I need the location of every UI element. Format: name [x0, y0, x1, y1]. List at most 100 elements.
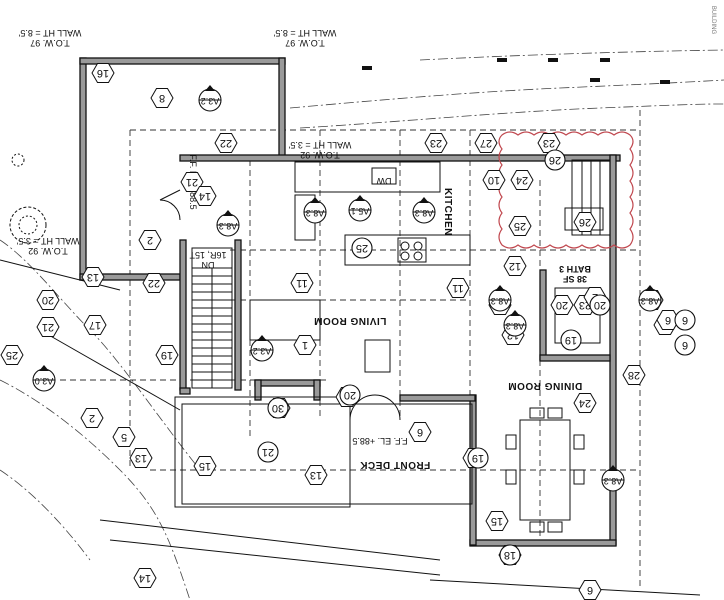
tag-hexagon — [503, 256, 527, 276]
bubble-number: 30 — [272, 402, 284, 414]
note-ff-deck: F.F. EL. +88.5 — [352, 436, 407, 446]
room-label-kitchen: KITCHEN — [442, 188, 453, 236]
bubble-circle — [589, 294, 611, 316]
room-label-living: LIVING ROOM — [314, 315, 387, 326]
tag-marker: 8 — [150, 88, 174, 108]
reference-pointer — [39, 365, 49, 371]
tag-hexagon — [129, 448, 153, 468]
tag-marker: 21 — [36, 317, 60, 337]
tag-number: 26 — [579, 216, 591, 228]
tag-number: 27 — [480, 137, 492, 149]
reference-pointer — [495, 285, 505, 291]
bubble-number: 26 — [549, 154, 561, 166]
bubble-circle — [544, 149, 566, 171]
reference-pointer — [608, 465, 618, 471]
tag-marker: 6 — [578, 580, 602, 600]
tag-number: 11 — [296, 277, 307, 289]
tag-number: 5 — [121, 431, 127, 443]
bubble-circle — [674, 334, 696, 356]
bubble-number: 21 — [262, 446, 274, 458]
bubble-circle — [499, 544, 521, 566]
room-labels: LIVING ROOM KITCHEN DINING ROOM FRONT DE… — [314, 188, 591, 470]
bubble-number: 18 — [504, 549, 516, 561]
reference-sheet: A8.3 — [306, 208, 325, 218]
tag-number: 15 — [491, 515, 503, 527]
reference-sheet: A3.2 — [201, 96, 220, 106]
tag-number: 6 — [587, 584, 593, 596]
reference-sheet: A8.3 — [604, 476, 623, 486]
tag-hexagon — [193, 456, 217, 476]
bubble-number: 20 — [594, 299, 606, 311]
grid-bubble: 20 — [589, 294, 611, 316]
tag-marker: 20 — [550, 295, 574, 315]
tag-number: 21 — [42, 321, 54, 333]
tag-number: 20 — [556, 299, 568, 311]
note-wallht-left2: WALL HT = 3.5' — [16, 236, 79, 246]
reference-pointer — [205, 85, 215, 91]
section-reference: A8.3 — [488, 285, 512, 312]
note-stair-dn: DN — [202, 260, 215, 270]
grid-bubble: 18 — [499, 544, 521, 566]
tag-marker: 28 — [622, 365, 646, 385]
bubble-circle — [351, 237, 373, 259]
tag-number: 23 — [430, 137, 442, 149]
tag-number: 1 — [302, 339, 308, 351]
grid-bubble: 30 — [267, 397, 289, 419]
bubble-number: 6 — [682, 339, 688, 351]
grid-bubble: 25 — [351, 237, 373, 259]
room-label-bath: BATH 3 — [559, 264, 591, 274]
section-reference: A8.3 — [503, 310, 527, 337]
note-wallht-left: WALL HT = 8.5' — [18, 28, 81, 38]
tag-marker: 25 — [0, 345, 24, 365]
room-label-front-deck: FRONT DECK — [359, 459, 430, 470]
tag-hexagon — [482, 170, 506, 190]
tag-number: 15 — [199, 460, 211, 472]
bubble-circle — [560, 329, 582, 351]
tag-marker: 11 — [446, 278, 470, 298]
tag-marker: 13 — [81, 267, 105, 287]
grid-bubble: 19 — [560, 329, 582, 351]
revision-cloud — [498, 131, 634, 249]
note-tow-top: T.O.W. 97 — [285, 38, 325, 48]
tag-marker: 24 — [573, 393, 597, 413]
section-reference: A8.3 — [303, 197, 327, 224]
tag-marker: 22 — [142, 273, 166, 293]
tag-hexagon — [508, 216, 532, 236]
tag-marker: 26 — [573, 212, 597, 232]
tag-hexagon — [80, 408, 104, 428]
tag-marker: 12 — [503, 256, 527, 276]
tag-hexagon — [474, 133, 498, 153]
bubble-circle — [257, 441, 279, 463]
tag-hexagon — [485, 511, 509, 531]
reference-sheet: A3.0 — [35, 376, 54, 386]
tag-hexagon — [83, 315, 107, 335]
tag-number: 23 — [543, 137, 555, 149]
bubble-number: 19 — [565, 334, 577, 346]
tag-number: 25 — [514, 220, 526, 232]
reference-sheet: A8.3 — [219, 221, 238, 231]
tag-hexagon — [408, 422, 432, 442]
bubble-number: 19 — [472, 452, 484, 464]
tag-hexagon — [550, 295, 574, 315]
tag-number: 11 — [452, 282, 463, 294]
section-reference: A3.2 — [250, 335, 274, 362]
bubble-circle — [467, 447, 489, 469]
tag-marker: 24 — [510, 170, 534, 190]
note-tow-left: T.O.W. 97 — [30, 38, 70, 48]
reference-pointer — [310, 197, 320, 203]
tag-hexagon — [112, 427, 136, 447]
tag-marker: 14 — [193, 186, 217, 206]
tag-hexagon — [155, 345, 179, 365]
tag-number: 13 — [310, 469, 322, 481]
tag-number: 16 — [97, 67, 109, 79]
tag-marker: 2 — [80, 408, 104, 428]
tag-hexagon — [573, 393, 597, 413]
tag-marker: 20 — [36, 290, 60, 310]
note-tow-left2: T.O.W. 92 — [28, 246, 68, 256]
note-dw: DW — [376, 176, 391, 186]
tag-hexagon — [0, 345, 24, 365]
tag-number: 13 — [87, 271, 99, 283]
section-reference: A8.3 — [638, 285, 662, 312]
